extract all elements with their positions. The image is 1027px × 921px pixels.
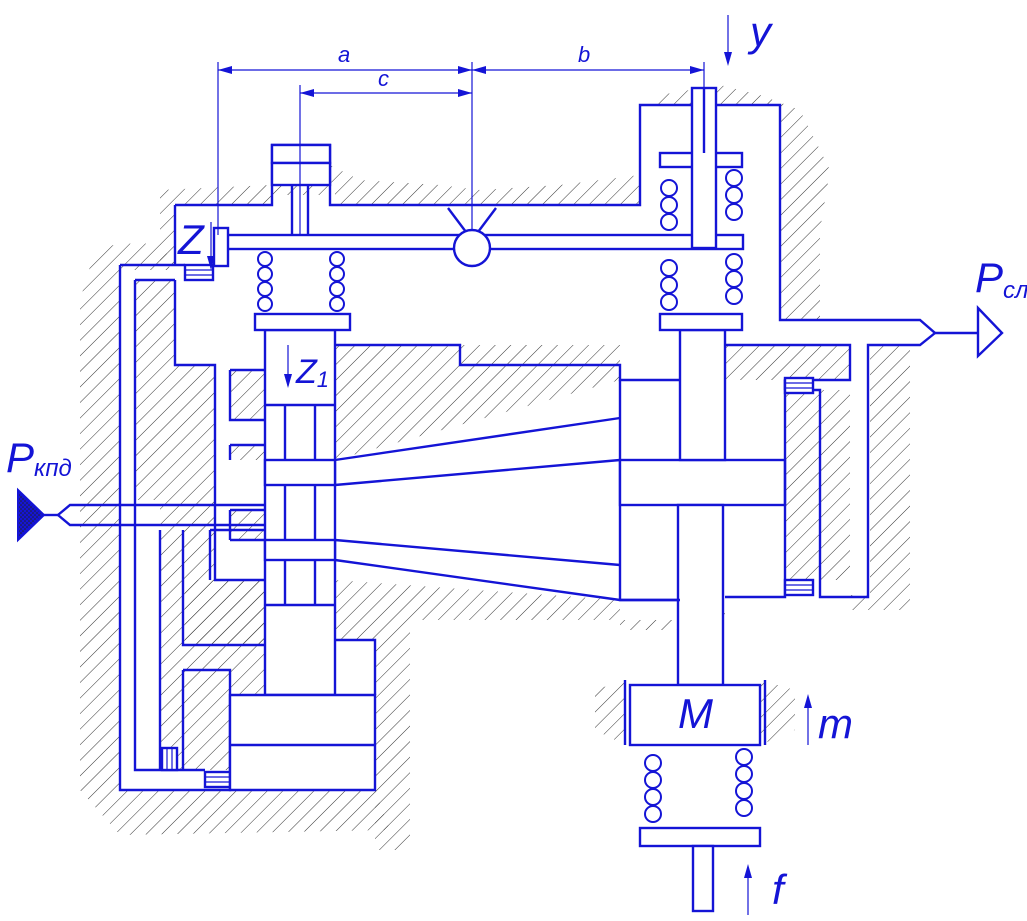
lever — [212, 86, 745, 268]
dim-c-label: c — [378, 66, 389, 91]
p-out-label: Pсл — [975, 254, 1027, 304]
main-piston — [618, 312, 852, 687]
spring-mass — [644, 748, 753, 823]
spring-left-upper — [257, 251, 345, 312]
z-label: Z — [177, 216, 205, 263]
inlet-port — [17, 487, 265, 543]
z1-label: Z1 — [295, 353, 329, 392]
m-label: m — [818, 700, 853, 747]
f-label: f — [772, 866, 788, 913]
arrows — [207, 15, 812, 915]
dim-b-label: b — [578, 42, 590, 67]
mass-label: M — [678, 690, 713, 737]
spool-valve — [228, 312, 377, 792]
spring-right-upper — [660, 169, 743, 231]
outlet-port — [935, 305, 1004, 359]
dimension-lines — [217, 62, 705, 235]
p-in-label: Pкпд — [6, 434, 72, 482]
dim-a-label: a — [338, 42, 350, 67]
conical-channels — [334, 343, 680, 602]
springs — [257, 169, 753, 823]
y-label: y — [747, 8, 774, 55]
housing-hatching — [80, 85, 910, 850]
mass-assembly — [623, 680, 767, 913]
labels: a b c y Z Z1 Pсл Pкпд M m f — [6, 8, 1027, 913]
spring-right-lower — [660, 253, 743, 311]
